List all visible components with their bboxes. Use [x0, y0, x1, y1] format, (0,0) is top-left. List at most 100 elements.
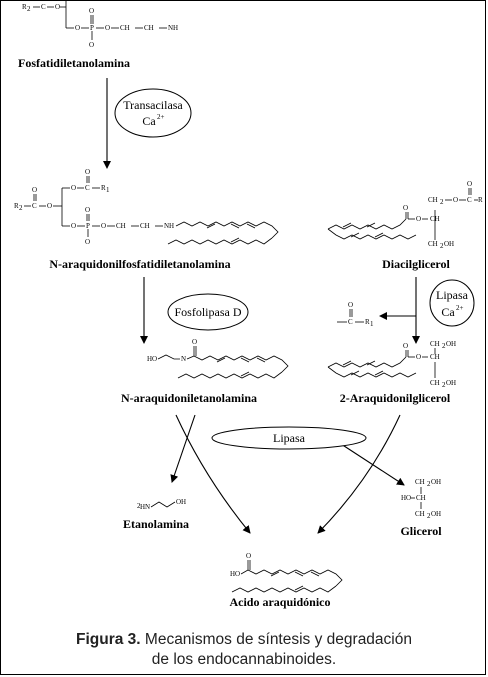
enzyme-lipasa-dag-cofactor: Ca — [441, 305, 455, 319]
enzyme-transacilasa: Transacilasa — [123, 98, 183, 112]
label-anandamida: N-araquidoniletanolamina — [121, 391, 257, 405]
svg-text:R: R — [14, 202, 19, 210]
araquidonico-structure: HO O — [230, 552, 343, 593]
svg-text:O: O — [55, 3, 60, 11]
svg-text:R: R — [478, 196, 483, 204]
svg-text:O: O — [416, 215, 421, 223]
svg-text:O: O — [348, 301, 353, 309]
svg-text:CH: CH — [415, 478, 425, 486]
svg-text:2: 2 — [440, 198, 444, 206]
svg-text:HN: HN — [140, 503, 150, 511]
svg-text:2: 2 — [442, 342, 446, 350]
svg-text:O: O — [105, 24, 110, 32]
label-napefosfatidil: N-araquidonilfosfatidiletanolamina — [49, 257, 230, 271]
caption-line1-text: Mecanismos de síntesis y degradación — [144, 631, 412, 648]
enzyme-fosfolipasa-oval — [167, 293, 249, 331]
svg-text:O: O — [75, 24, 80, 32]
svg-text:CH: CH — [428, 240, 438, 248]
svg-text:2: 2 — [137, 502, 141, 510]
svg-text:O: O — [85, 238, 90, 246]
enzyme-lipasa-dag-oval — [429, 279, 475, 327]
svg-text:O: O — [453, 196, 458, 204]
svg-text:OH: OH — [446, 340, 456, 348]
svg-text:O: O — [71, 222, 76, 230]
svg-text:2: 2 — [427, 480, 431, 488]
svg-text:2: 2 — [27, 5, 31, 13]
svg-text:HO: HO — [401, 494, 411, 502]
label-dosag: 2-Araquidonilglicerol — [340, 391, 451, 405]
enzyme-lipasa-oval — [211, 426, 367, 450]
svg-text:CH: CH — [120, 24, 130, 32]
svg-text:O: O — [89, 7, 94, 15]
svg-text:O: O — [89, 41, 94, 49]
dosag-structure: O O CH CH 2 OH CH 2 OH — [327, 340, 456, 389]
label-fosfatidiletanolamina: Fosfatidiletanolamina — [18, 56, 130, 70]
svg-text:O: O — [403, 342, 408, 350]
svg-text:R: R — [101, 184, 106, 192]
arrow-to-etanolamina — [170, 414, 196, 483]
enzyme-lipasa-dag: Lipasa — [436, 288, 469, 302]
svg-text:P: P — [86, 222, 90, 230]
svg-text:O: O — [246, 552, 251, 560]
svg-text:CH: CH — [415, 510, 425, 518]
label-etanolamina: Etanolamina — [123, 517, 189, 531]
arrow-aea-to-araquidonico — [175, 414, 251, 534]
arrow-to-glicerol — [337, 441, 405, 486]
svg-text:O: O — [416, 353, 421, 361]
svg-text:C: C — [467, 196, 472, 204]
svg-text:C: C — [41, 3, 46, 11]
etanolamina-structure: 2 HN OH — [137, 498, 186, 511]
acyl-fragment: C O R 1 — [337, 301, 374, 328]
svg-text:1: 1 — [106, 186, 110, 194]
svg-text:O: O — [71, 184, 76, 192]
figure-caption-line1: Figura 3. Mecanismos de síntesis y degra… — [0, 630, 488, 649]
svg-text:C: C — [348, 318, 353, 326]
svg-text:P: P — [90, 24, 94, 32]
svg-text:CH: CH — [416, 494, 426, 502]
diacilglicerol-structure: O O CH CH 2 O C O R CH 2 OH — [327, 180, 483, 250]
svg-text:1: 1 — [370, 320, 374, 328]
arrow-2ag-to-araquidonico — [317, 414, 401, 534]
svg-text:CH: CH — [428, 196, 438, 204]
anandamida-structure: HO N O — [147, 338, 289, 379]
svg-text:2: 2 — [427, 512, 431, 520]
glicerol-structure: CH 2 OH HO CH CH 2 OH — [401, 478, 441, 520]
svg-text:CH: CH — [140, 222, 150, 230]
svg-text:O: O — [85, 168, 90, 176]
svg-text:2: 2 — [440, 242, 444, 250]
svg-text:C: C — [32, 202, 37, 210]
svg-text:HO: HO — [147, 355, 157, 363]
svg-text:OH: OH — [446, 379, 456, 387]
svg-text:2: 2 — [442, 381, 446, 389]
transacilasa-charge: 2+ — [157, 113, 165, 121]
svg-text:N: N — [181, 355, 186, 363]
lipasa-dag-charge: 2+ — [456, 304, 464, 312]
svg-text:O: O — [192, 338, 197, 346]
figure-label: Figura 3. — [75, 631, 141, 648]
svg-text:C: C — [85, 184, 90, 192]
label-glicerol: Glicerol — [400, 524, 442, 538]
svg-text:OH: OH — [444, 240, 454, 248]
figure-caption-line2: de los endocannabinoides. — [151, 651, 337, 668]
enzyme-fosfolipasa: Fosfolipasa D — [175, 305, 242, 319]
svg-text:CH: CH — [116, 222, 126, 230]
label-araquidonico: Acido araquidónico — [229, 595, 330, 609]
svg-text:O: O — [47, 202, 52, 210]
fosfatidiletanolamina-structure: R 2 C O O P O O O CH CH NH — [22, 0, 178, 49]
svg-text:O: O — [403, 204, 408, 212]
label-diacilglicerol: Diacilglicerol — [382, 257, 450, 271]
svg-text:2: 2 — [19, 204, 23, 212]
svg-text:O: O — [85, 206, 90, 214]
enzyme-lipasa: Lipasa — [273, 431, 306, 445]
svg-text:R: R — [365, 318, 370, 326]
napefosfatidil-structure: R 2 C O O O C O R 1 O P O O O CH CH — [14, 168, 279, 246]
enzyme-transacilasa-cofactor: Ca — [142, 114, 156, 128]
svg-text:OH: OH — [176, 498, 186, 506]
enzyme-transacilasa-oval — [114, 88, 192, 138]
svg-text:OH: OH — [431, 510, 441, 518]
svg-text:R: R — [22, 3, 27, 11]
svg-text:CH: CH — [430, 340, 440, 348]
svg-text:CH: CH — [430, 353, 440, 361]
